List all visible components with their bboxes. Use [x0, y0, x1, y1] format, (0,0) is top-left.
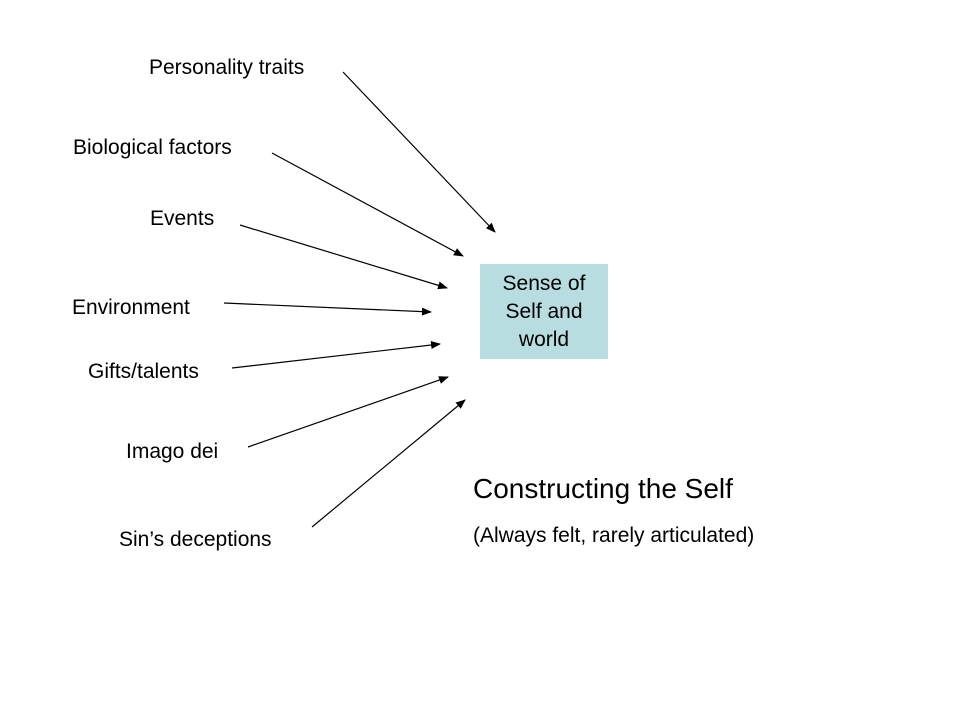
arrow-events — [239, 224, 448, 290]
factor-label-biological-factors: Biological factors — [73, 136, 232, 159]
factor-label-environment: Environment — [72, 296, 190, 319]
arrow-gifts-talents — [231, 341, 441, 369]
arrow-environment — [223, 302, 432, 316]
arrow-personality-traits — [342, 71, 496, 233]
factor-label-gifts-talents: Gifts/talents — [88, 360, 199, 383]
factor-label-sins-deceptions: Sin’s deceptions — [119, 528, 272, 551]
arrow-biological-factors — [271, 152, 464, 257]
arrow-sins-deceptions — [311, 399, 466, 528]
factor-label-personality-traits: Personality traits — [149, 56, 305, 79]
factor-label-imago-dei: Imago dei — [126, 440, 219, 463]
factor-label-events: Events — [150, 207, 215, 230]
center-line-1: Sense of — [502, 271, 586, 295]
diagram-title: Constructing the Self — [473, 473, 733, 504]
center-line-3: world — [518, 327, 570, 351]
arrow-imago-dei — [247, 376, 449, 448]
center-line-2: Self and — [505, 299, 583, 323]
sense-of-self-box: Sense of Self and world — [480, 264, 608, 359]
diagram-subtitle: (Always felt, rarely articulated) — [473, 524, 755, 547]
